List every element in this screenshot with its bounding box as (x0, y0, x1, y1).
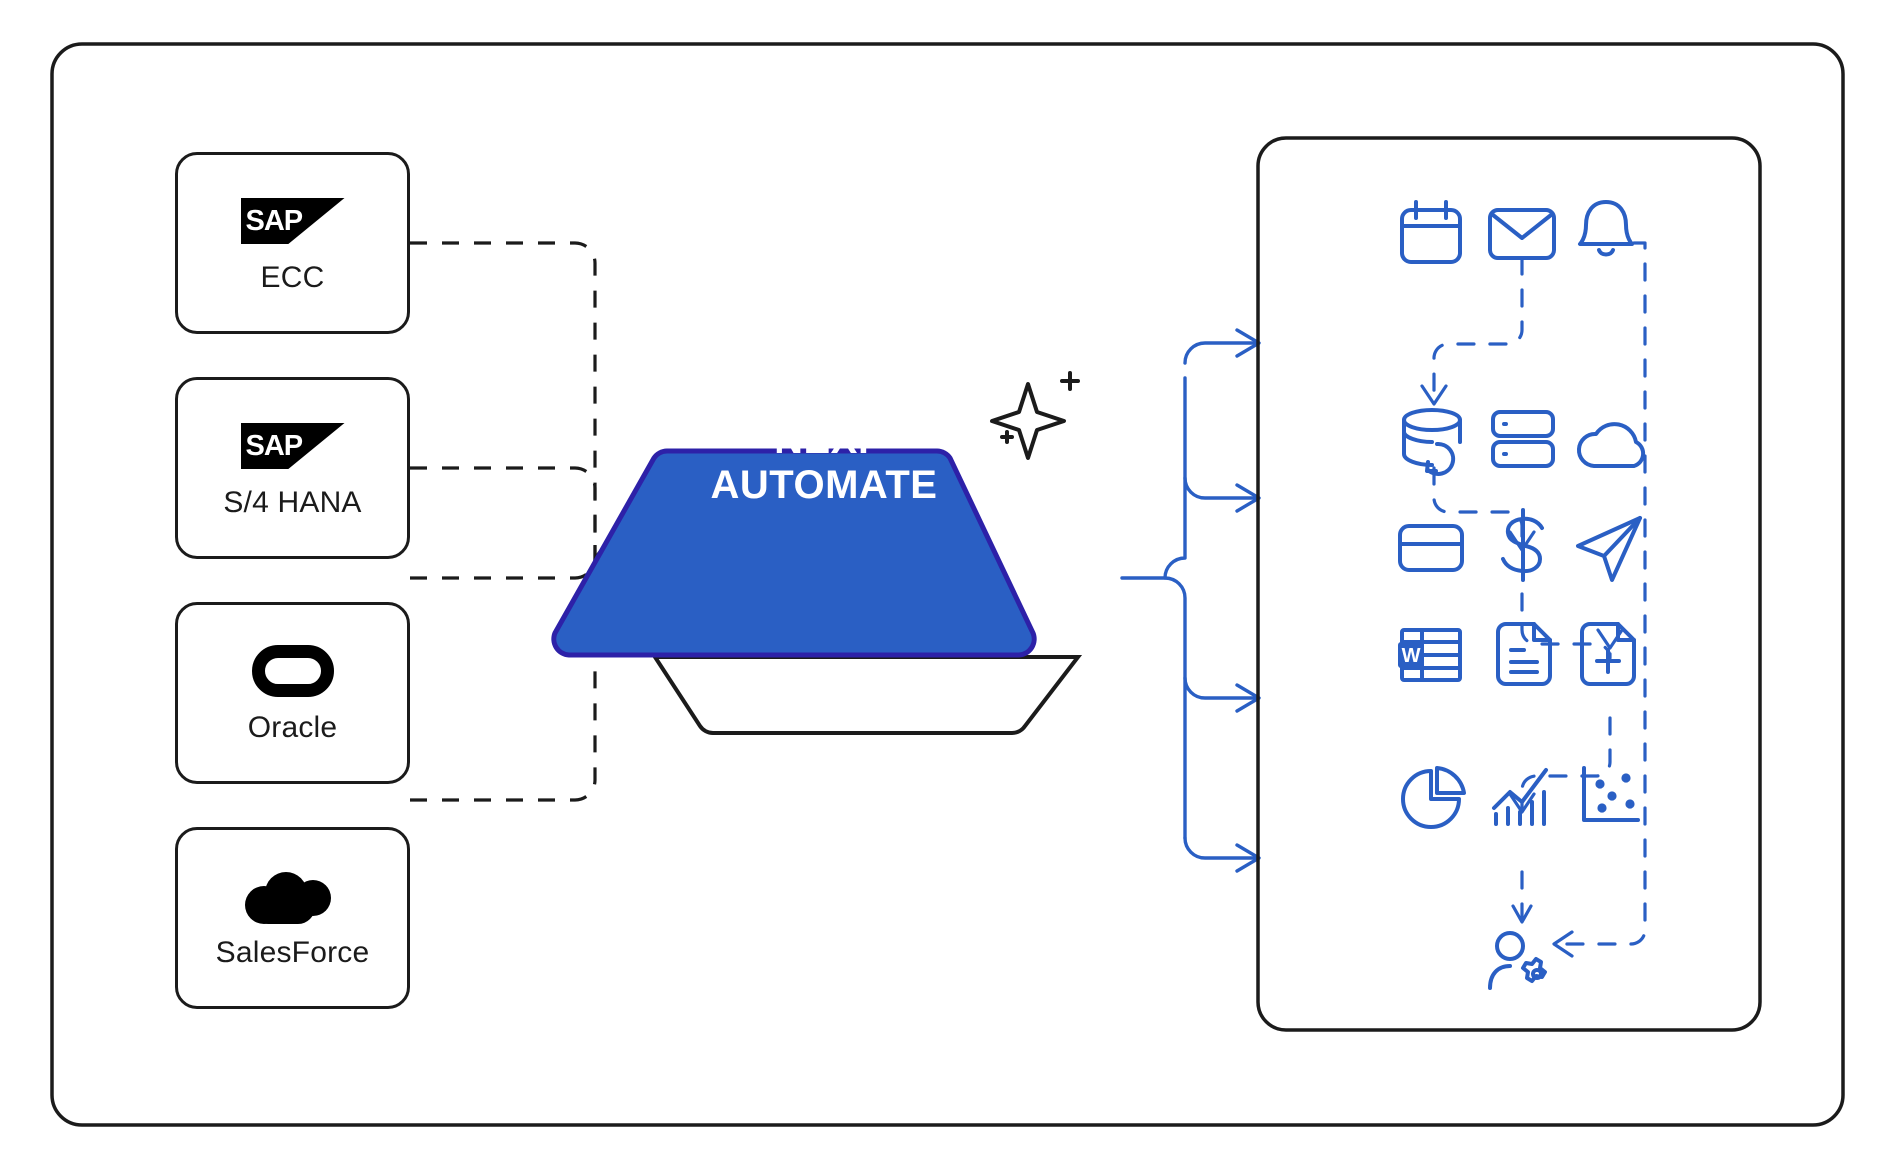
server-rack-icon (1491, 410, 1555, 468)
sparkle-icon (990, 371, 1080, 460)
calendar-icon (1400, 200, 1462, 264)
arrowhead-user-left (1552, 930, 1574, 958)
arrowhead-user-down (1511, 904, 1533, 924)
arrowhead-database (1420, 384, 1448, 406)
connector-salesforce (410, 545, 597, 802)
sap-logo-text: SAP (245, 204, 304, 237)
scatter-plot-icon (1582, 766, 1640, 822)
database-refresh-icon (1402, 408, 1462, 476)
document-lines-icon (1496, 622, 1552, 686)
connector-out-3 (1183, 676, 1260, 700)
credit-card-icon (1398, 524, 1464, 572)
dollar-sign-icon (1501, 508, 1544, 582)
output-connectors (1120, 328, 1261, 873)
outer-frame (50, 42, 1845, 1127)
flow-docadd-to-chart (1520, 716, 1612, 812)
connector-out-stem (1120, 376, 1187, 580)
connector-out-4 (1183, 836, 1260, 860)
connector-s4hana (410, 466, 597, 545)
flow-mail-to-database (1432, 256, 1524, 402)
prism-base (651, 655, 1083, 735)
source-card-label: S/4 HANA (223, 486, 362, 519)
workflow-flow-path (1432, 241, 1647, 946)
sap-logo: SAP (240, 418, 345, 474)
cloud-icon (1577, 422, 1646, 468)
connector-out-2 (1183, 476, 1260, 500)
source-card-label: ECC (260, 261, 325, 294)
pie-chart-icon (1401, 766, 1466, 829)
source-card-salesforce[interactable]: SalesForce (175, 827, 410, 1009)
source-card-label: Oracle (247, 711, 338, 744)
prism-body (551, 448, 1037, 658)
sap-logo-text: SAP (245, 429, 304, 462)
oracle-logo (251, 643, 334, 699)
sap-logo: SAP (240, 193, 345, 249)
outputs-panel (1256, 136, 1762, 1032)
source-card-oracle[interactable]: Oracle (175, 602, 410, 784)
connector-out-stem2 (1163, 576, 1187, 840)
user-settings-icon (1488, 931, 1547, 990)
connector-out-1 (1183, 341, 1260, 365)
source-card-label: SalesForce (215, 936, 370, 969)
document-add-icon (1580, 622, 1636, 686)
connector-oracle (410, 545, 597, 580)
connector-ecc (410, 241, 597, 545)
salesforce-cloud-logo (244, 868, 341, 924)
svg-text:W: W (1402, 645, 1421, 667)
flow-bell-to-user (1558, 241, 1647, 946)
source-card-ecc[interactable]: SAP ECC (175, 152, 410, 334)
bell-icon (1578, 200, 1634, 257)
trend-bar-chart-icon (1492, 768, 1548, 826)
send-plane-icon (1576, 516, 1642, 582)
word-document-icon: W (1398, 628, 1462, 682)
source-card-s4hana[interactable]: SAP S/4 HANA (175, 377, 410, 559)
mail-icon (1488, 208, 1556, 260)
